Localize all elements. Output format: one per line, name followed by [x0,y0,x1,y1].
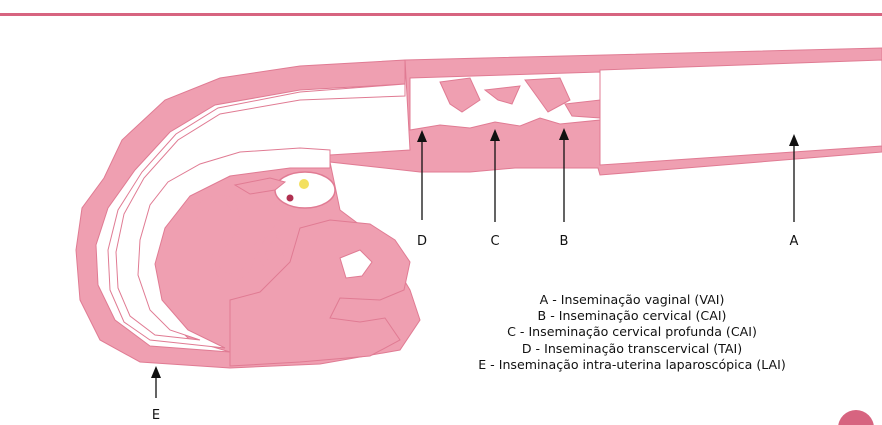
follicle [299,179,309,189]
vagina-lumen [600,60,882,165]
legend-item-d: D - Inseminação transcervical (TAI) [433,341,831,357]
arrow-label-e: E [152,409,160,422]
legend-item-b: B - Inseminação cervical (CAI) [433,308,831,324]
legend: A - Inseminação vaginal (VAI) B - Insemi… [433,292,831,373]
arrow-label-a: A [790,235,799,248]
legend-item-c: C - Inseminação cervical profunda (CAI) [433,324,831,340]
arrow-label-c: C [490,235,499,248]
legend-item-a: A - Inseminação vaginal (VAI) [433,292,831,308]
ovary [275,172,335,208]
legend-item-e: E - Inseminação intra-uterina laparoscóp… [433,357,831,373]
arrow-e [151,366,161,398]
arrow-label-d: D [417,235,427,248]
arrow-label-b: B [560,235,569,248]
ovary-spot [287,195,294,202]
